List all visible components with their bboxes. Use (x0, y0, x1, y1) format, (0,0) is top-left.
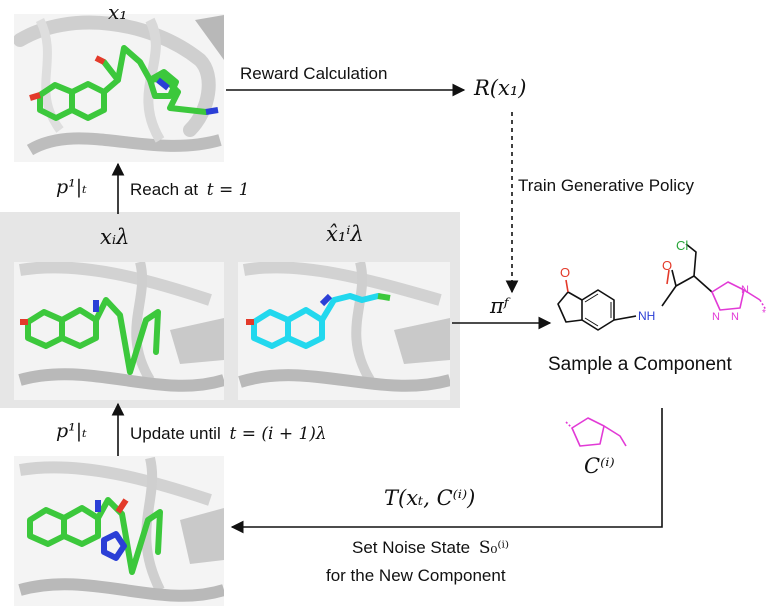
atom-chlorine: Cl (676, 238, 688, 253)
atom-oxygen-amide: O (662, 258, 672, 273)
atom-n1: N (741, 284, 749, 296)
reach-eq: t = 1 (206, 180, 250, 200)
star-marker: * (762, 308, 766, 319)
noise-state-label-line2: for the New Component (326, 566, 506, 585)
sample-component-label: Sample a Component (548, 354, 732, 375)
middle-left-label: xᵢλ (100, 225, 130, 249)
triazole-ring (711, 281, 767, 311)
top-protein-panel (14, 14, 224, 162)
middle-left-protein-panel (14, 262, 224, 400)
bottom-protein-panel (14, 456, 224, 606)
atom-n3: N (731, 311, 739, 323)
update-label: Update until t = (i + 1)λ (130, 424, 327, 444)
noise-state-label-line1: Set Noise State S₀⁽ⁱ⁾ (352, 538, 509, 558)
reward-symbol: R(x₁) (474, 76, 527, 100)
policy-symbol: πᶠ (490, 294, 509, 318)
component-fragment (565, 417, 627, 447)
atom-nh: NH (638, 309, 655, 323)
middle-right-protein-panel (238, 262, 450, 400)
reach-text: Reach at (130, 180, 199, 199)
middle-right-label: x̂₁ⁱλ (326, 222, 364, 246)
top-panel-label: x₁ (108, 0, 128, 24)
update-eq: t = (i + 1)λ (229, 424, 327, 444)
noise-state-arrow (230, 408, 663, 534)
noise-symbol: S₀⁽ⁱ⁾ (478, 538, 510, 558)
p-theta-bottom: p¹|ₜ (56, 420, 87, 442)
noise-text: Set Noise State (352, 538, 471, 557)
transition-symbol: T(xₜ, C⁽ⁱ⁾) (384, 486, 476, 510)
atom-oxygen-ketone: O (560, 265, 570, 280)
component-symbol: C⁽ⁱ⁾ (584, 454, 615, 478)
reward-calculation-label: Reward Calculation (240, 64, 388, 83)
train-policy-label: Train Generative Policy (518, 176, 695, 195)
component-molecule (557, 243, 713, 331)
reach-label: Reach at t = 1 (130, 180, 249, 200)
p-theta-top: p¹|ₜ (56, 176, 87, 198)
atom-n2: N (712, 311, 720, 323)
update-text: Update until (130, 424, 221, 443)
